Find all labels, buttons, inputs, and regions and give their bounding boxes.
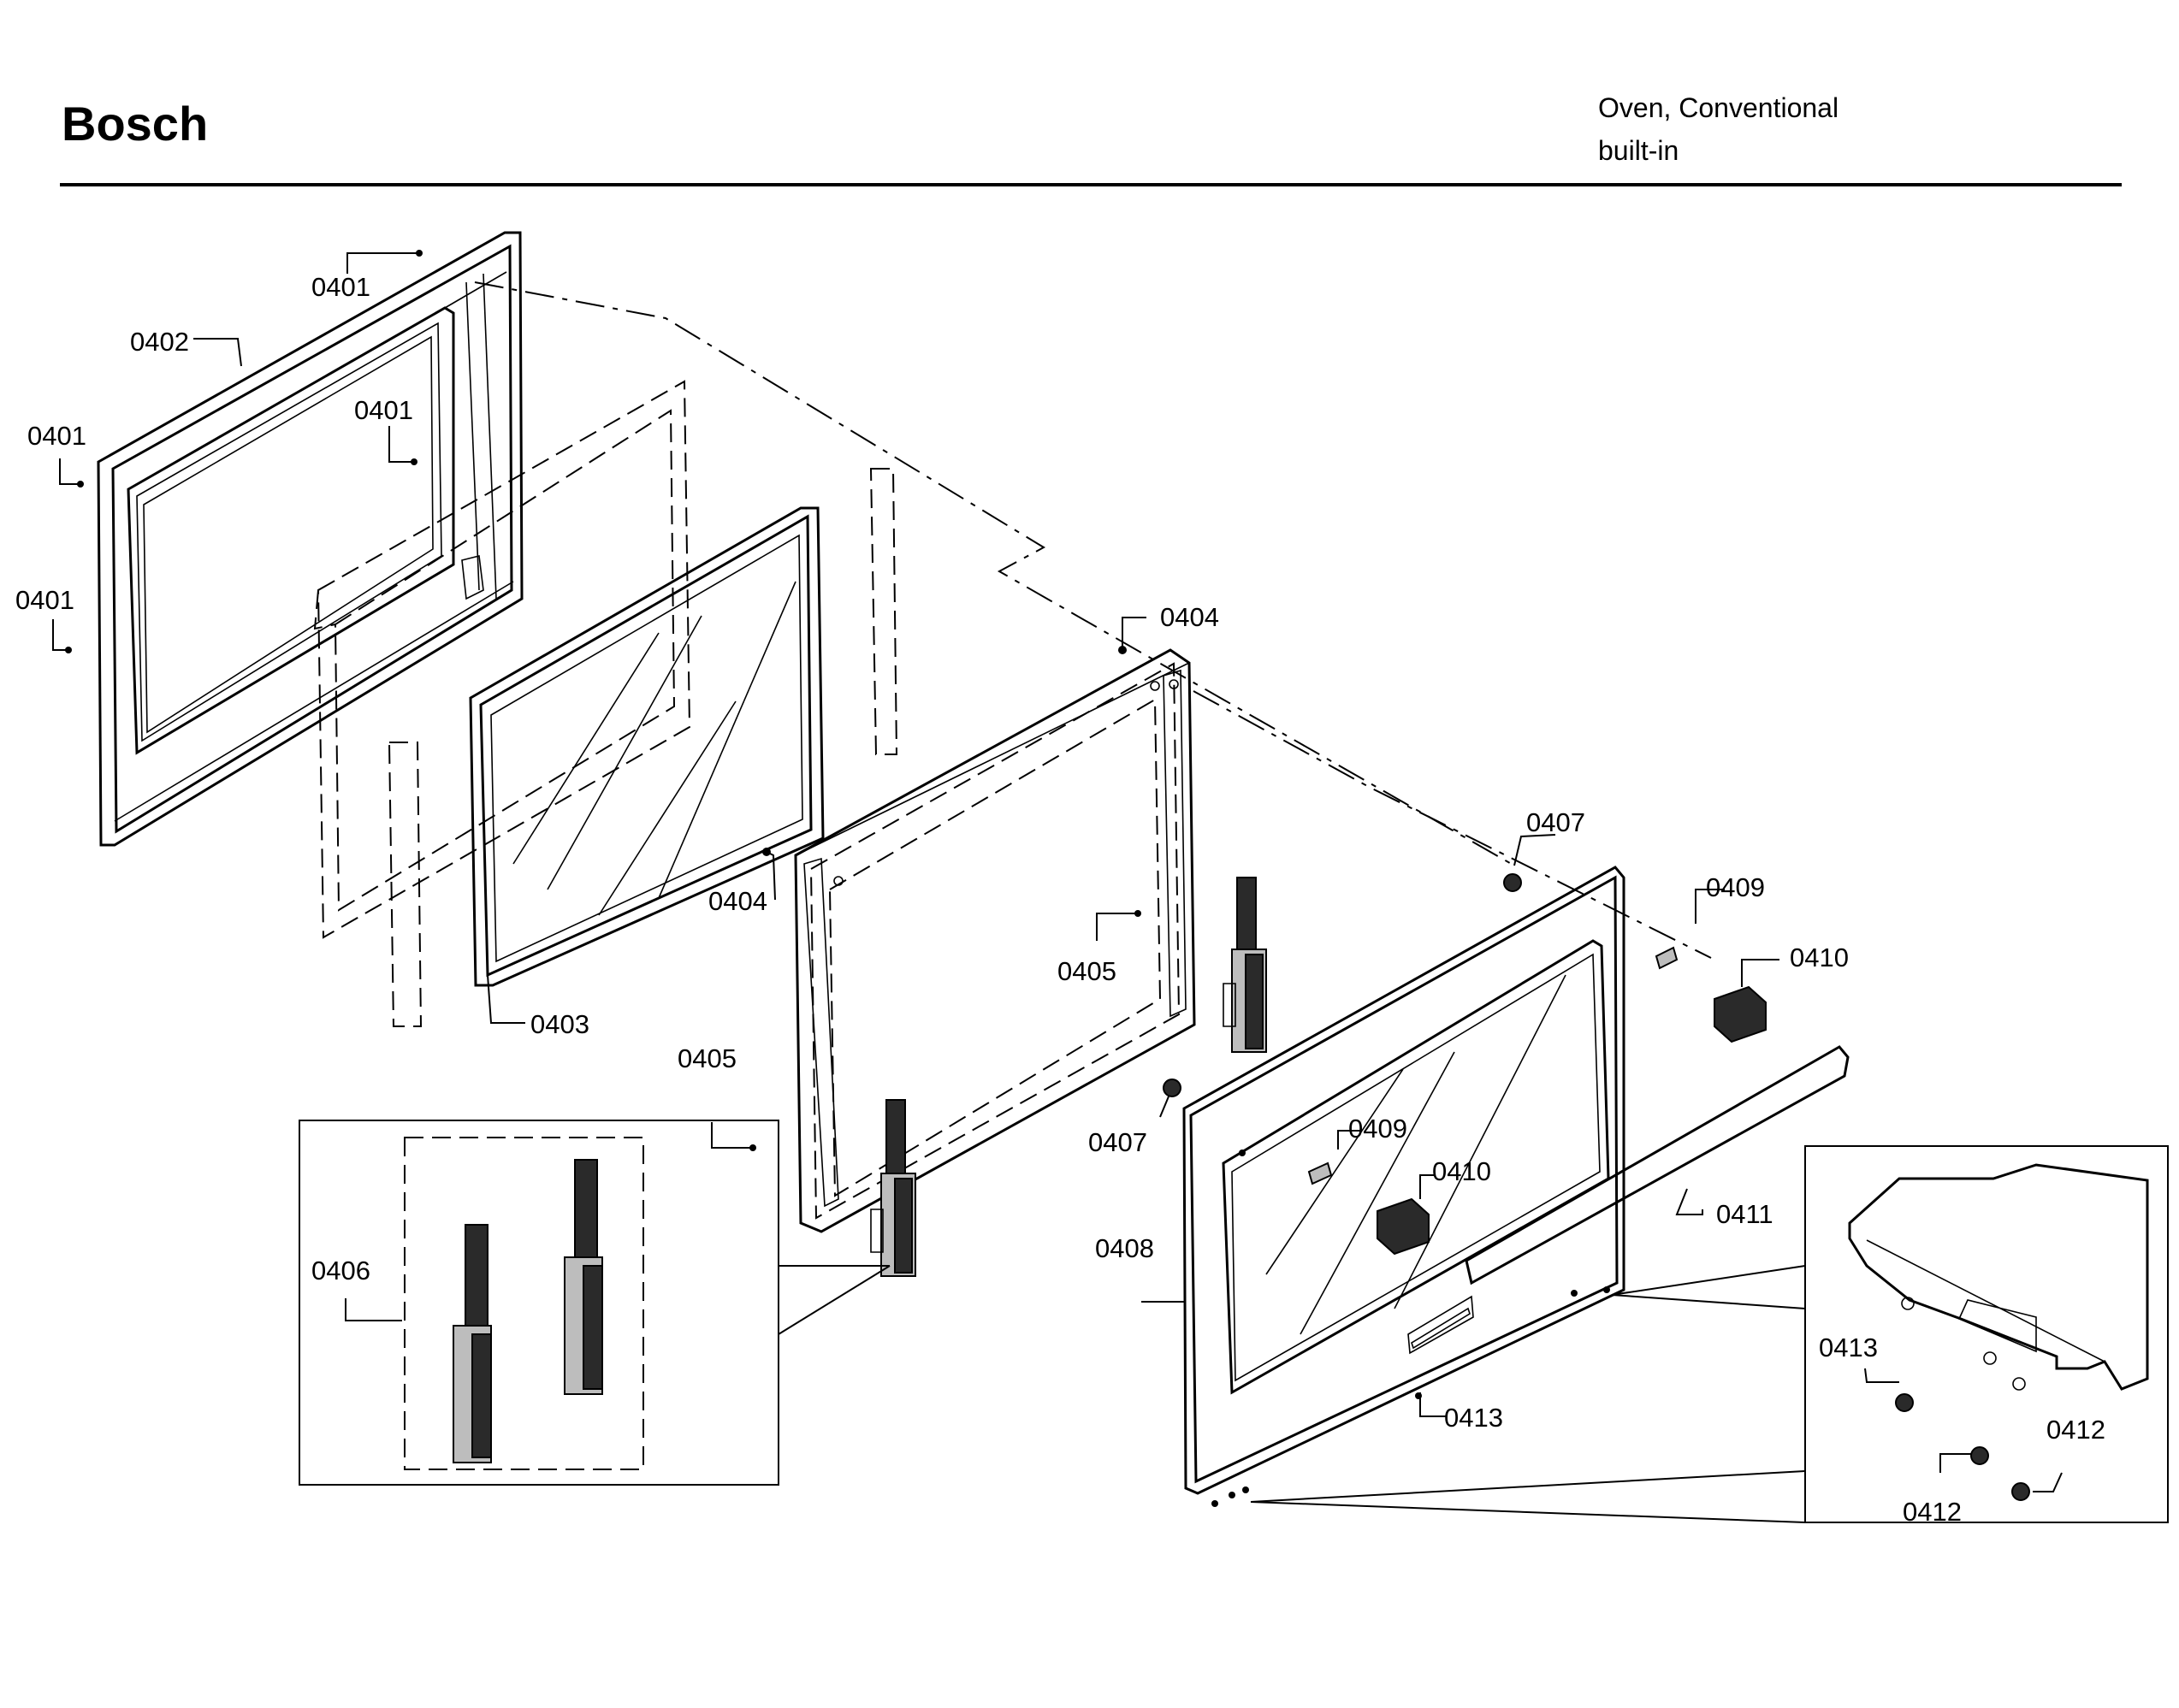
insulation-panel [313,380,898,1027]
callout-0410-lower: 0410 [1432,1156,1491,1186]
door-handle [1465,1045,1850,1285]
hinge-left [870,1099,916,1277]
handle-pin-upper [1655,946,1679,970]
screw-detail-inset [1250,1145,2169,1523]
door-inner-frame [794,648,1196,1233]
callout-0404-left: 0404 [708,886,767,916]
brand-name: Bosch [62,97,209,151]
handle-pin-lower [1307,1161,1333,1185]
product-subtype: built-in [1598,135,1679,166]
callout-0403: 0403 [530,1009,589,1039]
outer-door-frame [97,231,524,847]
assembly-guide-line [474,281,1515,866]
callout-0413-inset: 0413 [1819,1333,1878,1362]
callout-0411: 0411 [1716,1199,1773,1229]
callout-0407-upper: 0407 [1526,807,1585,837]
callout-labels: 0401 0402 0401 0401 0401 0404 0404 0403 … [15,272,2105,1527]
callout-0406: 0406 [311,1256,370,1285]
callout-0405-right: 0405 [1057,956,1116,986]
callout-0401-inner: 0401 [354,395,413,425]
inner-glass-panel [469,506,825,987]
callout-0412-inset-left: 0412 [1903,1497,1962,1527]
product-type: Oven, Conventional [1598,92,1839,123]
header-rule [60,183,2122,186]
page-header: Bosch Oven, Conventional built-in [0,0,2179,197]
handle-mount-upper [1714,985,1767,1043]
callout-0401-top: 0401 [311,272,370,302]
callout-0413-door: 0413 [1444,1403,1503,1433]
callout-0402: 0402 [130,327,189,357]
callout-0408: 0408 [1095,1233,1154,1263]
callout-0410-upper: 0410 [1790,943,1849,972]
callout-0407-lower: 0407 [1088,1127,1147,1157]
handle-mount-lower [1377,1197,1430,1256]
bushing-upper [1503,873,1522,892]
callout-0412-inset-right: 0412 [2046,1415,2105,1445]
callout-0401-left-upper: 0401 [27,421,86,451]
hinge-kit-inset [299,1120,891,1486]
callout-0404-top: 0404 [1160,602,1219,632]
callout-0401-left-lower: 0401 [15,585,74,615]
hinge-right [1223,877,1267,1053]
bushing-lower [1163,1079,1181,1097]
leader-lines [52,252,2063,1492]
front-glass-door [1182,866,1625,1495]
assembly-guide-line-2 [1193,690,1712,959]
callout-dots [65,250,1610,1507]
callout-0409-upper: 0409 [1706,872,1765,902]
callout-0409-lower: 0409 [1348,1114,1407,1144]
callout-0405-left: 0405 [678,1043,737,1073]
